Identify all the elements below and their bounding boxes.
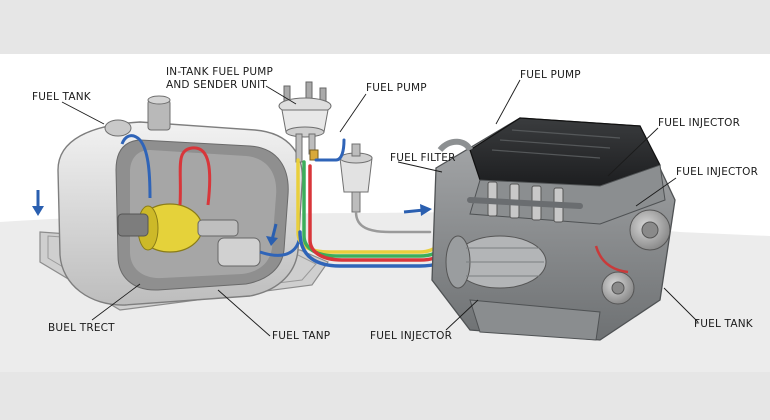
flow-arrows xyxy=(32,190,432,246)
injector-rail xyxy=(467,181,583,223)
label-sender-unit: AND SENDER UNIT xyxy=(166,79,268,91)
fuel-tank xyxy=(39,95,329,311)
tank-supply-line xyxy=(178,146,212,206)
in-tank-filter xyxy=(217,237,261,267)
pump-mount xyxy=(117,213,149,237)
pump-to-filter-line xyxy=(314,138,346,162)
cover-ribs xyxy=(491,129,621,159)
arrow-down-tank xyxy=(266,236,278,246)
arrow-down-left xyxy=(32,206,44,216)
label-fuel-pump-mid: FUEL PUMP xyxy=(366,82,427,94)
fitting xyxy=(309,149,319,161)
engine-red-line xyxy=(594,245,629,274)
filter-line xyxy=(354,210,432,234)
top-band xyxy=(0,0,770,54)
tank-return-line xyxy=(120,134,152,199)
label-fuel-tank-bottom-right: FUEL TANK xyxy=(694,318,753,330)
label-buel-trect: BUEL TRECT xyxy=(48,322,115,334)
label-in-tank-fuel-pump: IN-TANK FUEL PUMP xyxy=(166,66,273,78)
leader-lines xyxy=(61,79,699,337)
engine xyxy=(431,117,676,341)
arrow-right-engine xyxy=(420,204,432,216)
fuel-filter xyxy=(339,143,373,213)
vent-port xyxy=(104,119,132,137)
label-fuel-pump-top: FUEL PUMP xyxy=(520,69,581,81)
filler-cap xyxy=(147,95,171,105)
oil-pan xyxy=(469,299,601,341)
air-hose xyxy=(437,138,473,153)
label-fuel-tanp: FUEL TANP xyxy=(272,330,331,342)
pump-outlet xyxy=(197,219,239,237)
label-fuel-injector-bottom: FUEL INJECTOR xyxy=(370,330,453,342)
label-fuel-tank: FUEL TANK xyxy=(32,91,91,103)
label-fuel-filter: FUEL FILTER xyxy=(390,152,456,164)
label-fuel-injector-1: FUEL INJECTOR xyxy=(658,117,741,129)
bottom-band xyxy=(0,372,770,420)
label-fuel-injector-2: FUEL INJECTOR xyxy=(676,166,759,178)
